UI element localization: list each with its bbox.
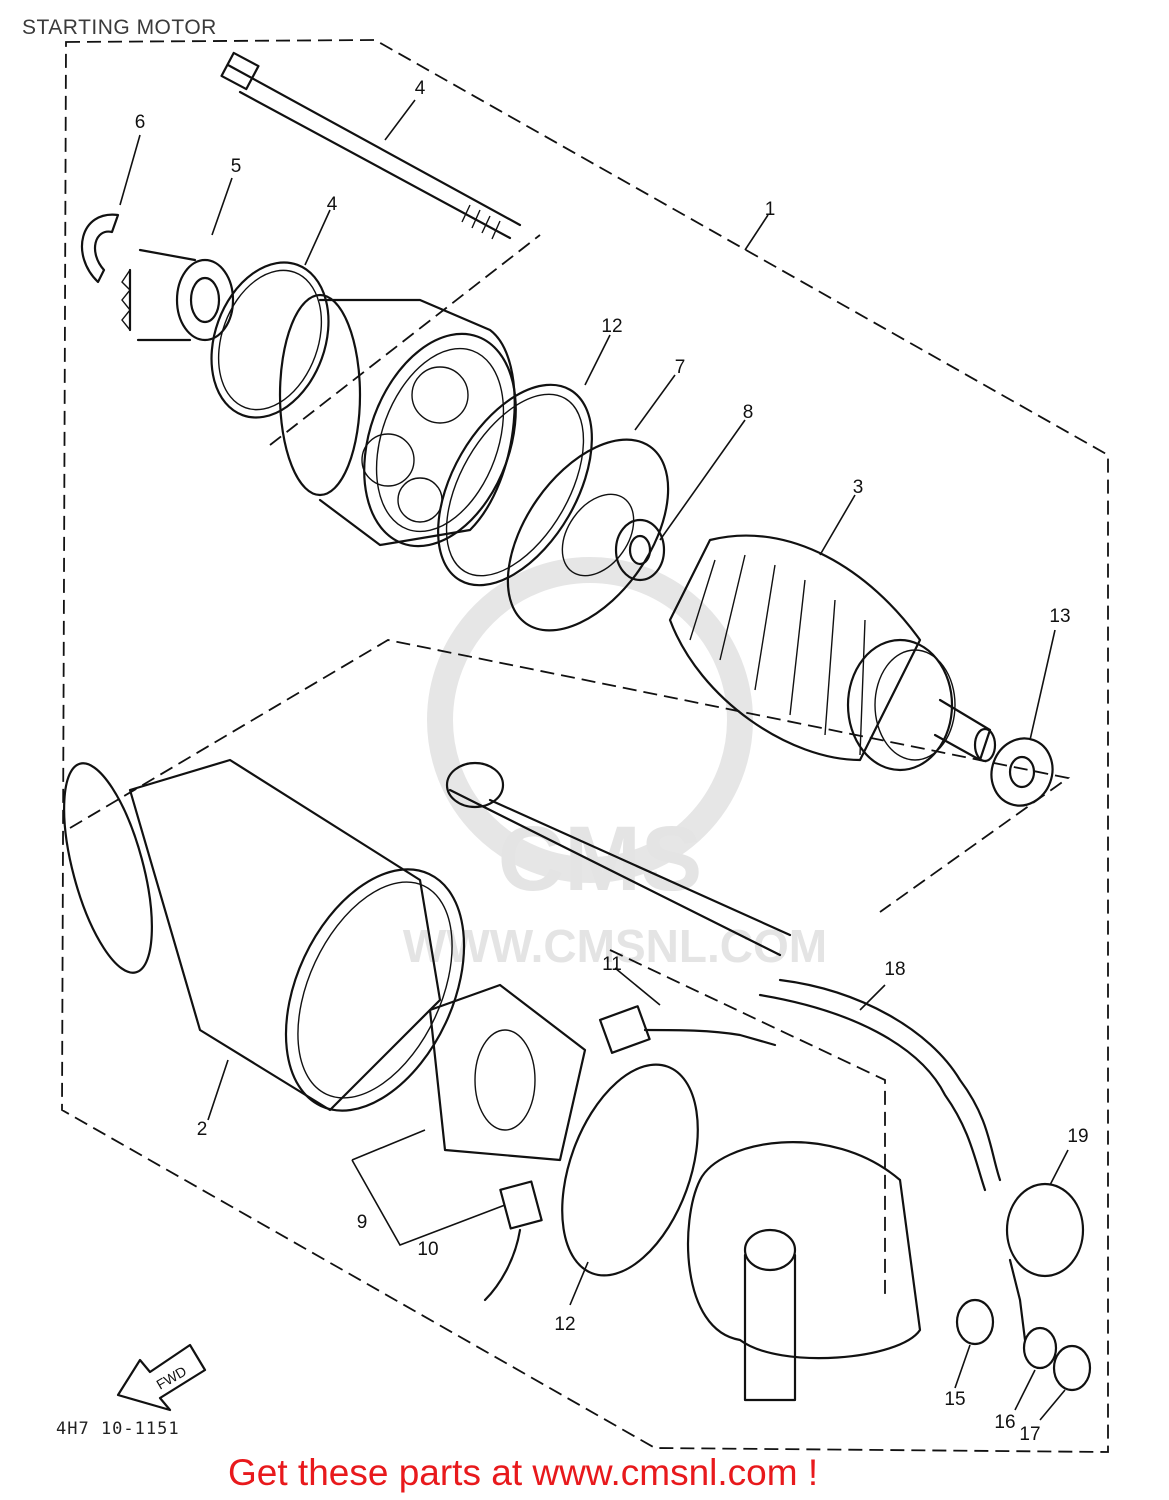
lead-cable: [758, 978, 1085, 1342]
label-part-16: 16: [994, 1412, 1015, 1433]
part-number-labels: 4 6 5 4 1 12 7 8 3 13 11 18 2 19 9 10 12…: [135, 78, 1089, 1445]
forward-arrow: FWD: [116, 1343, 207, 1412]
label-part-19: 19: [1067, 1126, 1088, 1147]
yoke: [63, 758, 466, 1112]
terminal-hardware: [955, 1298, 1092, 1392]
assembly-boundary: [61, 39, 1109, 1453]
label-part-15: 15: [944, 1389, 965, 1410]
gasket-front: [437, 383, 593, 587]
watermark-logo: CMS: [498, 808, 702, 910]
front-group-boundary: [269, 234, 541, 446]
brush-holder: [428, 983, 777, 1162]
footer-link-text[interactable]: Get these parts at www.cmsnl.com !: [228, 1452, 819, 1493]
label-part-13: 13: [1049, 606, 1070, 627]
label-part-1: 1: [765, 199, 776, 220]
label-part-12-rear: 12: [554, 1314, 575, 1335]
leader-lines: [119, 99, 1069, 1421]
rear-cover-group-boundary: [609, 949, 886, 1300]
label-part-18: 18: [884, 959, 905, 980]
watermark-url: WWW.CMSNL.COM: [403, 920, 827, 972]
label-part-6: 6: [135, 112, 146, 133]
washer-13: [990, 737, 1054, 807]
label-part-17: 17: [1019, 1424, 1040, 1445]
drawing-code: 4H7 10-1151: [56, 1419, 180, 1439]
label-part-8: 8: [743, 402, 754, 423]
brush-lead: [483, 1180, 543, 1302]
front-housing: [278, 293, 517, 548]
armature: [668, 534, 997, 772]
through-bolt: [220, 51, 522, 240]
label-part-4-oring: 4: [327, 194, 338, 215]
carrier-plate: [506, 438, 670, 632]
push-rod: [445, 761, 792, 957]
armature-group-boundary: [69, 639, 1071, 913]
label-part-9: 9: [357, 1212, 368, 1233]
label-part-7: 7: [675, 357, 686, 378]
label-part-3: 3: [853, 477, 864, 498]
label-part-12-front: 12: [601, 316, 622, 337]
pinion-gear: [121, 248, 235, 342]
label-part-2: 2: [197, 1119, 208, 1140]
washer-8: [614, 518, 666, 582]
label-part-4-bolt: 4: [415, 78, 426, 99]
o-ring-front: [210, 261, 330, 419]
watermark: CMS WWW.CMSNL.COM: [403, 557, 827, 972]
label-part-5: 5: [231, 156, 242, 177]
label-part-11: 11: [602, 954, 622, 975]
diagram-title: STARTING MOTOR: [22, 16, 217, 39]
rear-cover: [687, 1141, 922, 1402]
label-part-10: 10: [417, 1239, 438, 1260]
circlip: [80, 213, 120, 284]
gasket-rear: [561, 1063, 699, 1277]
